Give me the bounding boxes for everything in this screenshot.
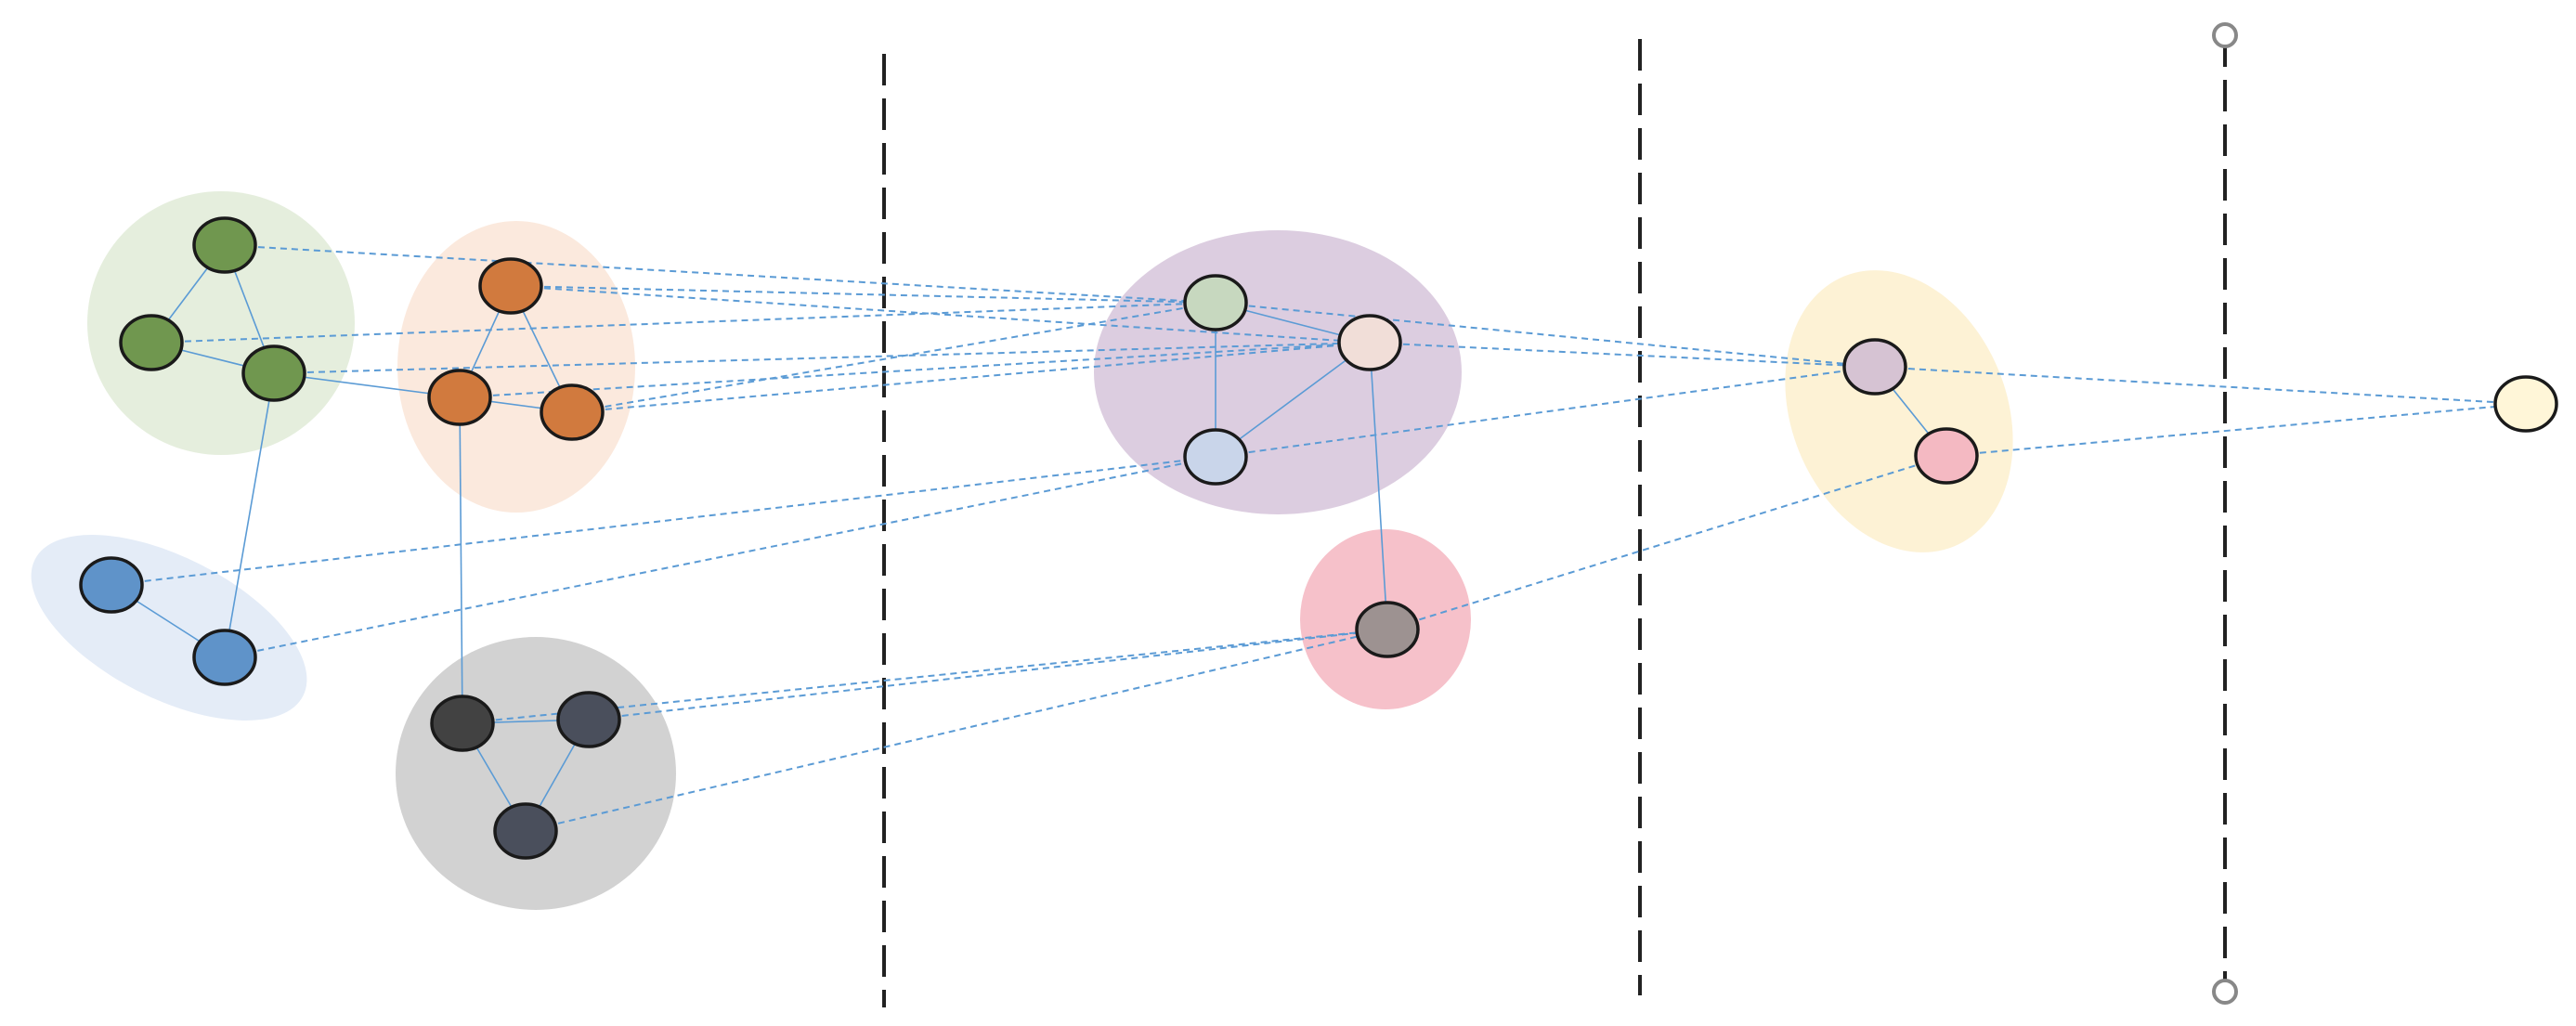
node-y1 [1842, 338, 1907, 396]
node-layer [79, 216, 2558, 860]
node-y2 [1914, 427, 1979, 485]
inter-level-edge-b2-p3 [224, 456, 1216, 658]
inter-level-edge-g3-p2 [273, 342, 1371, 374]
inter-level-edge-y1-top [1874, 366, 2527, 405]
inter-level-edge-g1-p1 [224, 244, 1216, 304]
inter-level-edge-k3-r1 [525, 629, 1388, 832]
inter-level-edge-o2-p2 [459, 342, 1371, 398]
node-o2 [427, 369, 492, 426]
intra-cluster-edge-p2-r1 [1369, 342, 1388, 630]
inter-level-edge-y2-top [1945, 403, 2527, 457]
separator-3-end-marker-top [2212, 22, 2238, 48]
inter-level-edge-p2-y1 [1369, 342, 1876, 368]
intra-cluster-edge-p2-p3 [1215, 342, 1371, 458]
inter-level-edge-o3-p1 [571, 302, 1216, 413]
cluster-purple [1094, 230, 1462, 514]
inter-level-edge-k1-r1 [462, 629, 1388, 724]
node-p1 [1183, 274, 1248, 331]
intra-cluster-edge-g3-b2 [224, 372, 275, 658]
node-k3 [493, 802, 558, 860]
intra-cluster-edge-o2-k1 [459, 396, 463, 724]
inter-level-edge-o1-p2 [510, 285, 1371, 344]
node-g1 [192, 216, 257, 274]
node-k2 [556, 691, 621, 748]
node-r1 [1355, 601, 1420, 658]
inter-level-edge-p1-y1 [1215, 302, 1876, 368]
node-g2 [119, 314, 184, 371]
node-p3 [1183, 428, 1248, 486]
node-b1 [79, 556, 144, 614]
node-g3 [241, 344, 306, 402]
inter-level-edge-o1-p1 [510, 285, 1216, 304]
cluster-gray [396, 637, 676, 910]
separator-layer [882, 22, 2238, 1007]
node-k1 [430, 695, 495, 752]
cluster-blue [31, 535, 307, 721]
node-top [2493, 375, 2558, 433]
node-b2 [192, 629, 257, 686]
inter-level-edge-k2-r1 [588, 629, 1388, 721]
inter-level-edge-r1-y2 [1386, 455, 1947, 630]
inter-level-edge-b1-p3 [111, 456, 1216, 586]
node-p2 [1337, 314, 1402, 371]
node-o3 [540, 383, 605, 441]
cluster-yellow [1785, 270, 2013, 552]
separator-3-end-marker-bottom [2212, 979, 2238, 1005]
node-o1 [478, 257, 543, 315]
